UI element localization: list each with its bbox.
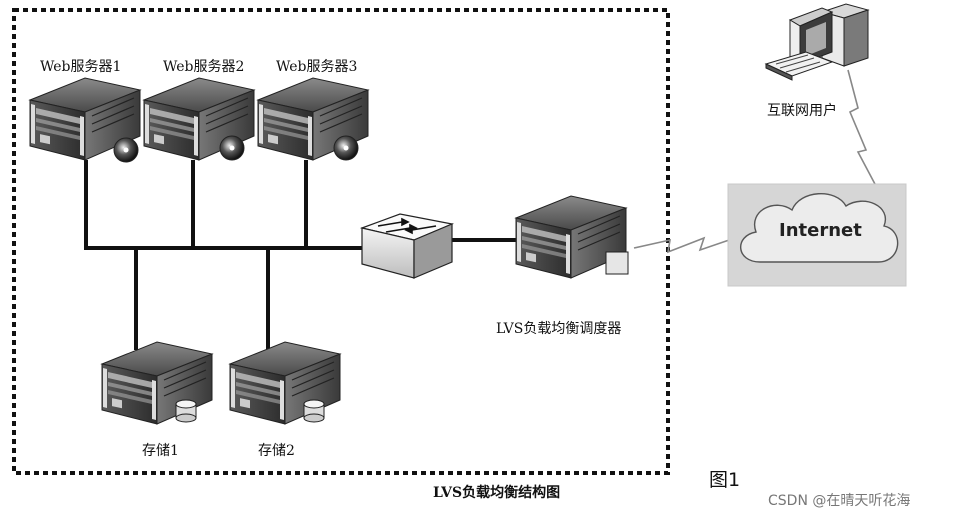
scheduler-internet-link: [633, 236, 736, 254]
internet-cloud: [727, 183, 907, 287]
network-lines: [84, 160, 520, 350]
storage-server-2: [229, 341, 341, 425]
web-server-1-label: Web服务器1: [40, 59, 122, 75]
storage-1-label: 存储1: [142, 443, 179, 459]
figure-label: 图1: [709, 469, 741, 491]
diagram-caption: LVS负载均衡结构图: [433, 485, 561, 501]
web-server-3: [257, 77, 369, 161]
internet-cloud-label: Internet: [779, 220, 862, 241]
csdn-watermark: CSDN @在晴天听花海: [768, 493, 911, 509]
network-switch: [359, 213, 455, 279]
internet-user-label: 互联网用户: [767, 103, 837, 119]
storage-server-1: [101, 341, 213, 425]
web-server-2: [143, 77, 255, 161]
lvs-scheduler: [515, 195, 629, 279]
lvs-cluster-boundary: [12, 8, 670, 475]
web-server-3-label: Web服务器3: [276, 59, 358, 75]
web-server-1: [29, 77, 141, 163]
lvs-scheduler-label: LVS负载均衡调度器: [496, 321, 622, 337]
web-server-2-label: Web服务器2: [163, 59, 245, 75]
storage-2-label: 存储2: [258, 443, 295, 459]
internet-user-computer: [764, 3, 870, 81]
user-internet-link: [847, 69, 877, 187]
